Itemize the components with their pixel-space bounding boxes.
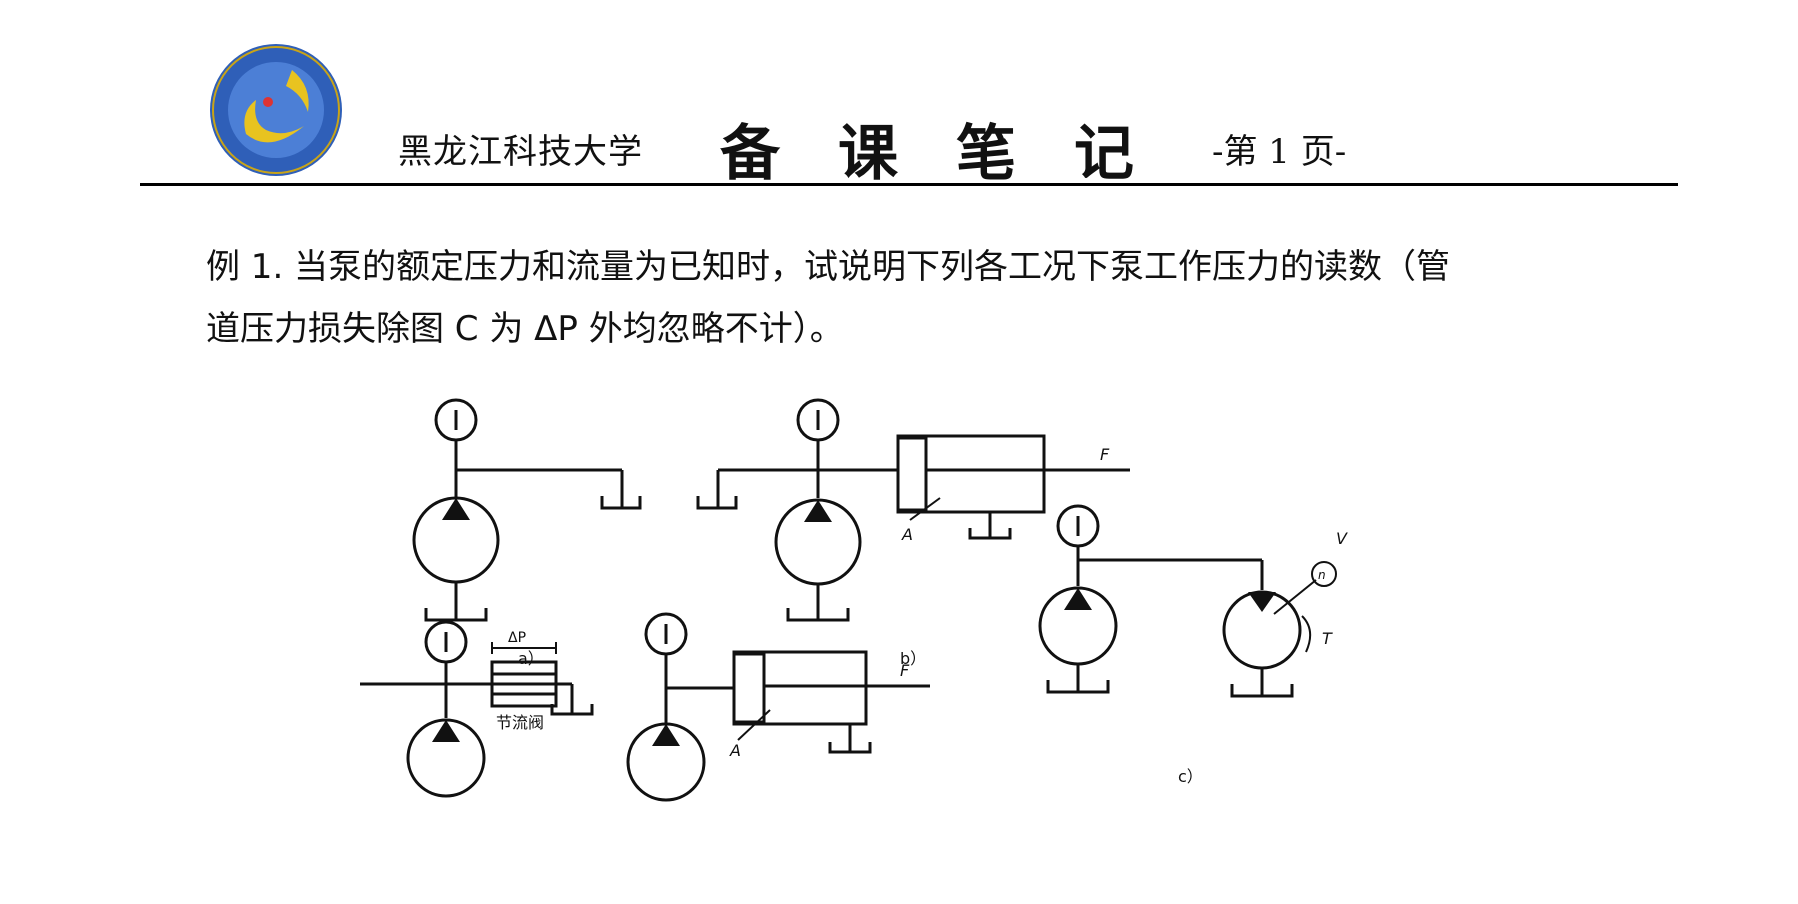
question-line-2: 道压力损失除图 C 为 ΔP 外均忽略不计）。 [206, 309, 844, 349]
throttle-valve-label: 节流阀 [496, 713, 544, 732]
circuit-c-motor [1038, 504, 1337, 698]
hydraulic-cylinder-icon [896, 434, 1046, 514]
throttle-valve-icon [490, 660, 558, 708]
motor-torque-label: T [1322, 629, 1333, 648]
figure-label-b: b） [900, 649, 926, 668]
header-divider [140, 183, 1678, 186]
university-seal-icon [210, 44, 342, 176]
page-title: 备课笔记 [720, 118, 1192, 189]
motor-speed-label: n [1318, 568, 1326, 582]
load-force-label-c: F [900, 661, 910, 680]
piston-area-label-c: A [729, 741, 741, 760]
motor-displacement-label: V [1336, 529, 1348, 548]
pressure-drop-label: ΔP [508, 630, 526, 646]
page-number: -第 1 页- [1212, 131, 1347, 172]
circuit-c-throttle [360, 620, 594, 798]
figure-label-a: a） [518, 649, 544, 668]
university-name: 黑龙江科技大学 [398, 131, 643, 172]
hydraulic-circuit-figure: a） A F b） ΔP 节流阀 [340, 380, 1420, 900]
circuit-b [696, 398, 1130, 622]
load-force-label-b: F [1100, 445, 1110, 464]
circuit-c-cylinder [626, 612, 930, 802]
figure-label-c: c） [1178, 767, 1203, 786]
circuit-a [412, 398, 642, 622]
hydraulic-cylinder-icon [732, 650, 868, 726]
piston-area-label-b: A [901, 525, 913, 544]
question-text: 例 1. 当泵的额定压力和流量为已知时，试说明下列各工况下泵工作压力的读数（管 … [206, 236, 1586, 360]
question-line-1: 例 1. 当泵的额定压力和流量为已知时，试说明下列各工况下泵工作压力的读数（管 [206, 247, 1451, 287]
